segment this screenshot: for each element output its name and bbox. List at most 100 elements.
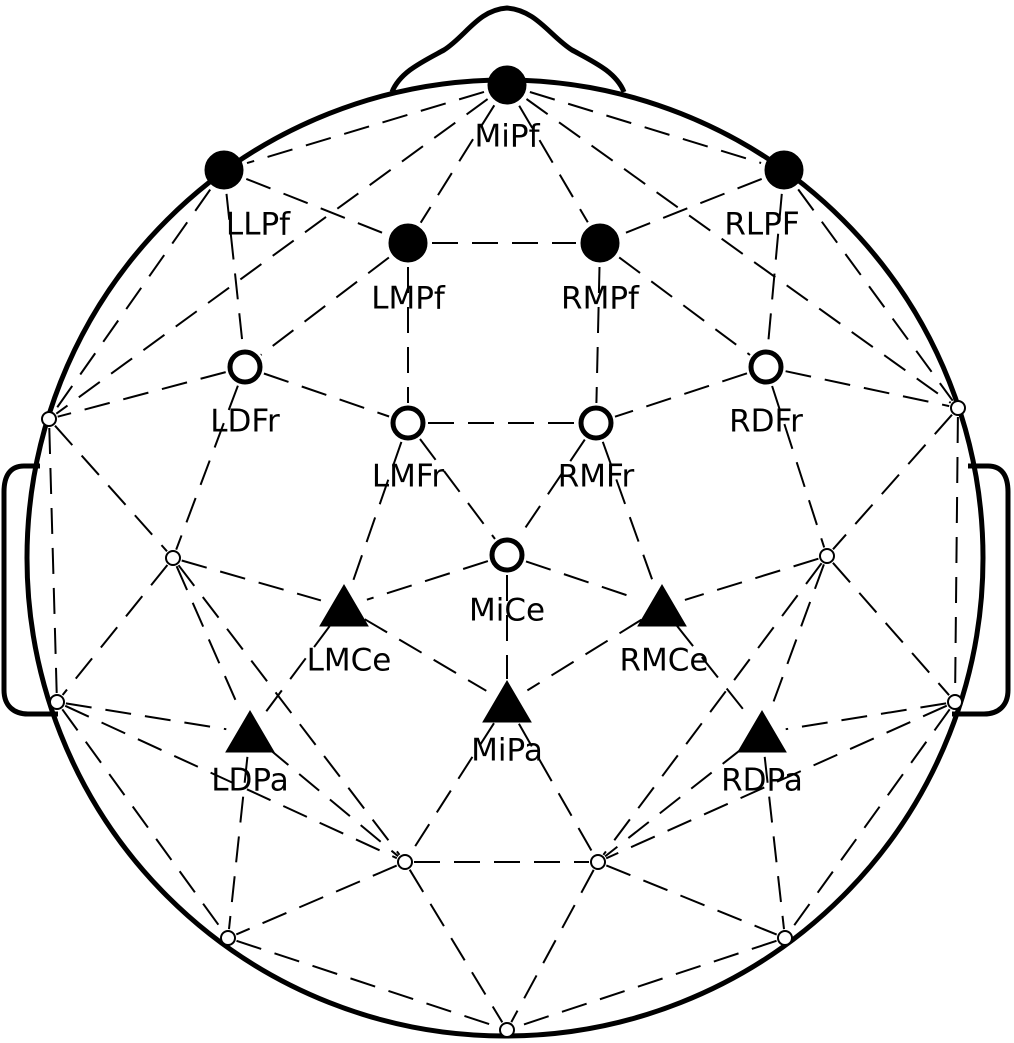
connection-RMPf-RMFr [595,266,601,404]
electrode-LMFr-open-circle-icon [390,405,426,441]
electrode-RMPf-filled-circle-icon [580,223,620,263]
electrode-label-RMFr: RMFr [558,459,635,495]
left-ear-outline [1,463,58,717]
connection-n10-n11 [515,939,777,1029]
connection-LMFr-MiCe [419,438,496,540]
electrode-label-RLPF: RLPF [724,207,799,243]
electrode-RDPa-triangle-icon [737,710,787,753]
connection-RMFr-MiCe [517,439,586,539]
connection-MiCe-LMCe [366,560,489,601]
connection-RLPF-RDFr [766,193,783,348]
connection-n4-n8 [602,562,823,856]
connection-LDFr-n1 [57,371,226,418]
connection-n2-n4 [832,414,953,550]
connection-n5-LDPa [65,702,227,731]
electrode-label-LMPf: LMPf [371,281,446,317]
electrode-MiCe-open-circle-icon [489,537,525,573]
connection-n8-n11 [510,869,595,1023]
connection-n4-RMCe [684,557,819,601]
connection-LDFr-n3 [175,385,239,550]
electrode-RMFr-open-circle-icon [578,405,614,441]
electrode-label-MiCe: MiCe [469,593,545,629]
connection-RMFr-RMCe [601,441,655,585]
node-n8-small-circle-icon [590,854,606,870]
connection-LDFr-LMFr [263,372,390,418]
connection-MiPa-n8 [518,723,595,855]
electrode-RLPF-filled-circle-icon [764,150,804,190]
node-n1-small-circle-icon [41,411,57,427]
nose-outline [389,5,627,94]
connection-RDFr-n2 [785,370,950,408]
electrode-label-LDPa: LDPa [211,763,288,799]
connection-n6-RDPa [785,702,947,731]
connection-n9-n11 [236,939,499,1029]
connection-n1-n3 [54,425,168,552]
electrode-LMPf-filled-circle-icon [388,223,428,263]
connection-MiPa-n7 [409,722,495,855]
electrode-label-LDFr: LDFr [210,404,280,440]
connection-LLPf-LDFr [225,193,244,348]
electrode-label-MiPa: MiPa [471,733,543,769]
connection-n3-LMCe [181,559,322,602]
electrode-RMCe-triangle-icon [637,584,687,627]
connection-LDPa-n9 [228,756,249,930]
connection-LDPa-n7 [267,747,399,857]
node-n2-small-circle-icon [950,400,966,416]
connection-n4-RDPa [769,564,825,711]
electrode-label-MiPf: MiPf [475,119,541,155]
connection-n2-n6 [954,416,959,694]
electrode-LDPa-triangle-icon [225,710,275,753]
connection-LLPf-n1 [53,189,212,413]
electrode-label-LLPf: LLPf [226,207,291,243]
connection-MiPf-LLPf [246,90,485,165]
electrode-MiPf-filled-circle-icon [487,65,527,105]
connection-MiPf-RMPf [518,105,589,223]
electrode-LMCe-triangle-icon [319,584,369,627]
connection-MiPf-RLPF [529,91,762,164]
connection-n7-n9 [235,864,398,936]
node-n11-small-circle-icon [499,1022,515,1038]
connection-n6-n8 [605,704,948,860]
connection-LMFr-LMCe [350,441,403,585]
electrode-RDFr-open-circle-icon [748,349,784,385]
node-n4-small-circle-icon [819,548,835,564]
connection-LMCe-LDPa [263,625,331,715]
connection-n5-n7 [64,704,398,860]
connection-MiCe-RMCe [525,560,640,601]
electrode-LLPf-filled-circle-icon [204,150,244,190]
node-n5-small-circle-icon [49,694,65,710]
connection-n5-n9 [61,708,224,932]
connection-RDPa-n8 [604,747,744,858]
electrode-label-LMFr: LMFr [372,459,445,495]
connection-n3-LDPa [175,565,242,712]
connection-RDPa-n10 [763,756,785,930]
connection-n3-n5 [61,564,169,696]
connection-RMPf-RDFr [618,256,751,356]
electrode-markers [41,65,966,1038]
connection-n1-n5 [48,427,58,694]
connection-n7-n11 [408,869,504,1023]
connection-RMCe-RDPa [676,625,748,715]
electrode-MiPa-triangle-icon [482,680,532,723]
connection-MiPf-LMPf [419,104,496,224]
connection-RLPF-n2 [797,188,954,402]
node-n7-small-circle-icon [397,854,413,870]
connection-LMCe-MiPa [364,618,487,692]
node-n10-small-circle-icon [777,930,793,946]
connection-n6-n10 [789,708,951,932]
right-ear-outline [952,463,1011,717]
connection-LMPf-LDFr [260,256,390,356]
electrode-label-RMCe: RMCe [619,643,708,679]
electrode-label-RMPf: RMPf [561,281,640,317]
connection-RMCe-MiPa [526,618,643,692]
connection-lines [48,90,959,1029]
node-n6-small-circle-icon [947,694,963,710]
connection-MiPf-n1 [55,98,489,415]
electrode-label-LMCe: LMCe [307,643,392,679]
connection-n3-n7 [177,564,401,856]
node-n9-small-circle-icon [220,930,236,946]
connection-MiPf-n2 [525,98,952,404]
connection-n4-n6 [832,562,950,696]
